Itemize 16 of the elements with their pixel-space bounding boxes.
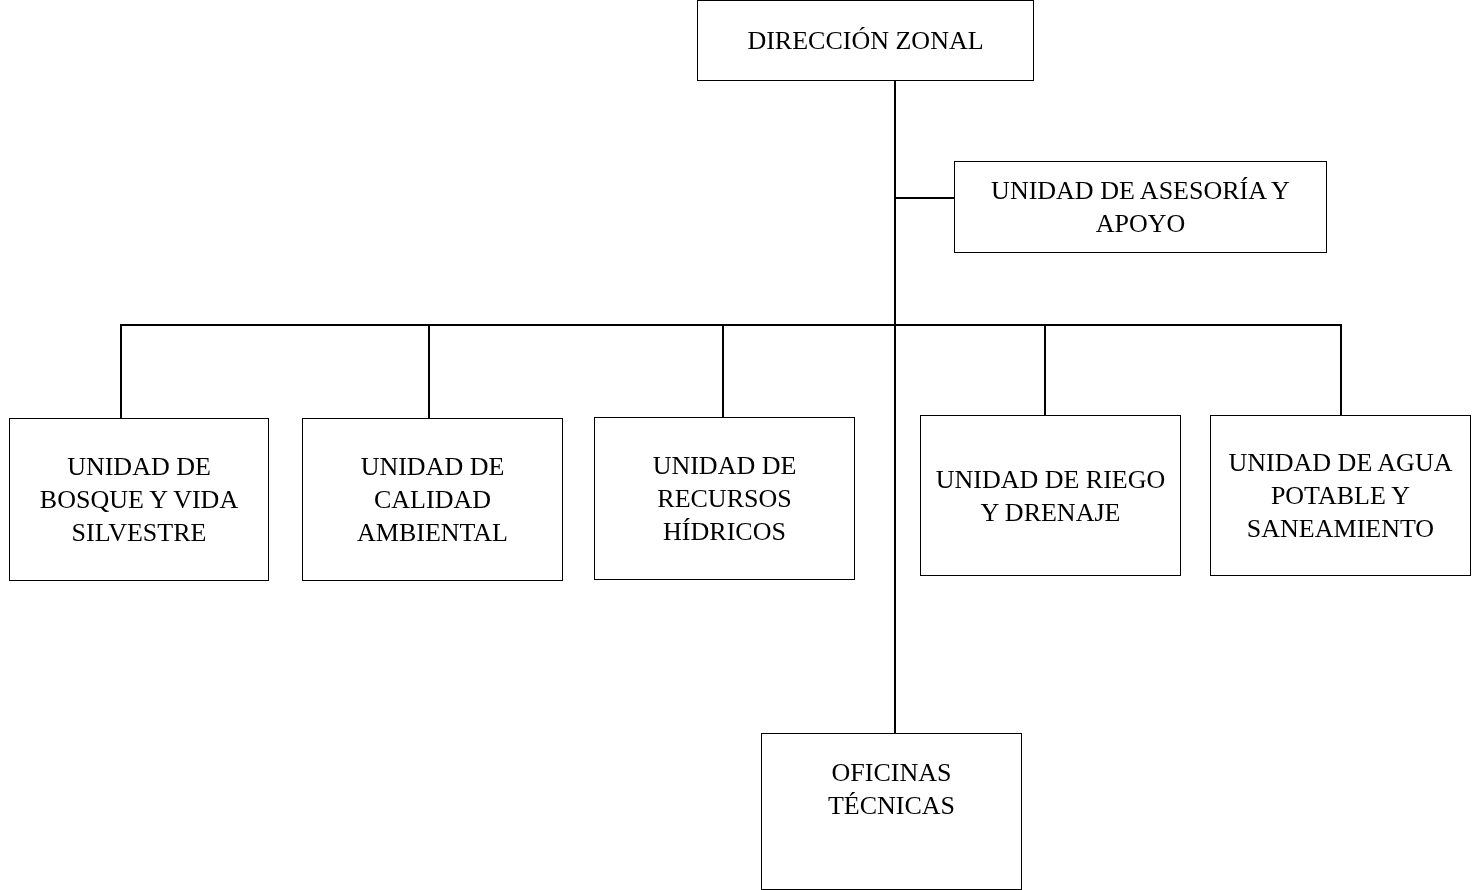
unit-label: OFICINAS TÉCNICAS [826,757,957,822]
org-unit-box [761,733,1022,890]
org-unit-box [920,415,1181,576]
unit-label: UNIDAD DE RIEGO Y DRENAJE [934,463,1167,529]
unit-label: UNIDAD DE AGUA POTABLE Y SANEAMIENTO [1227,447,1454,545]
org-unit-box [302,418,563,581]
org-unit-box [594,417,855,580]
org-unit-box [697,0,1034,81]
org-unit-box [9,418,269,581]
unit-label: UNIDAD DE ASESORÍA Y APOYO [990,175,1291,240]
unit-label: UNIDAD DE BOSQUE Y VIDA SILVESTRE [38,451,240,549]
org-unit-box [1210,415,1471,576]
unit-label: DIRECCIÓN ZONAL [747,25,984,57]
org-unit-box [954,161,1327,253]
unit-label: UNIDAD DE RECURSOS HÍDRICOS [651,450,798,548]
unit-label: UNIDAD DE CALIDAD AMBIENTAL [356,451,509,549]
